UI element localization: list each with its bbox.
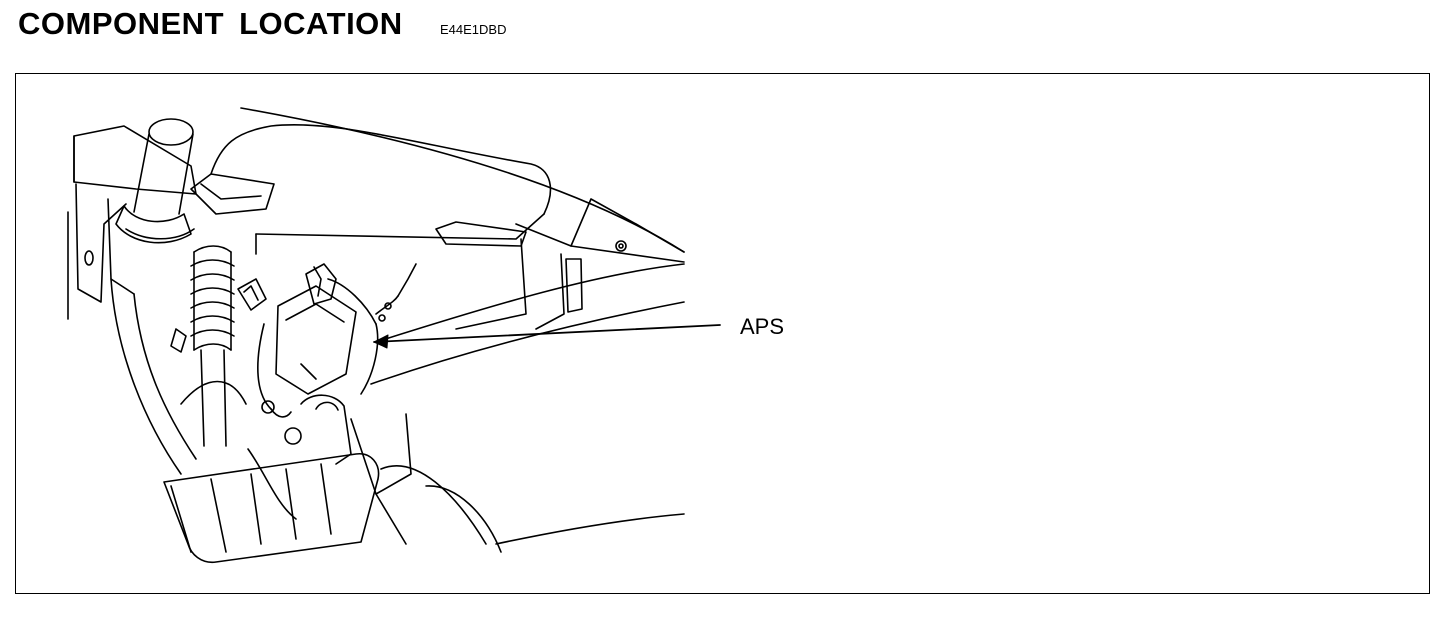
pedal-assembly-illustration: [67, 107, 721, 564]
figure-frame: APS: [15, 73, 1430, 594]
pedal-rod-spring: [170, 245, 235, 447]
steering-column: [115, 118, 195, 244]
dash-panel: [190, 107, 685, 385]
aps-label: APS: [740, 314, 785, 339]
page-title: COMPONENT LOCATION: [18, 6, 403, 41]
aps-sensor: [237, 263, 379, 418]
document-code: E44E1DBD: [440, 22, 507, 37]
pedal-bracket: [67, 125, 197, 320]
accelerator-pedal: [247, 394, 685, 553]
brake-pedal: [110, 278, 380, 564]
aps-leader-line: [373, 324, 721, 349]
aps-cable: [375, 263, 417, 322]
